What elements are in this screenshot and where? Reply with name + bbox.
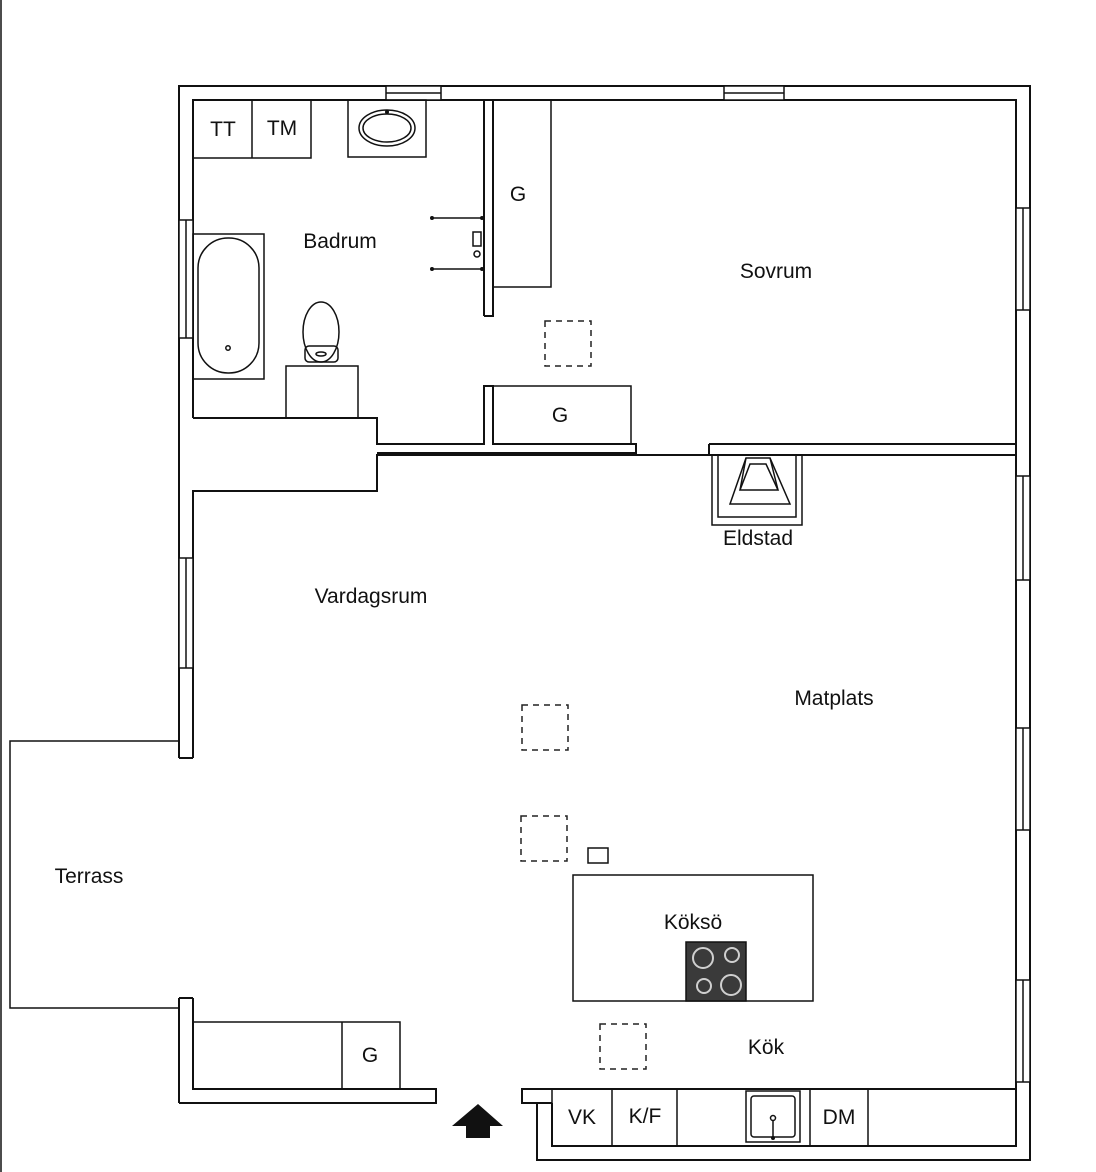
toilet-icon [302, 301, 340, 363]
interior-walls [193, 99, 1017, 456]
fixture-labels: TT TM G G G VK K/F DM [210, 117, 855, 1129]
shower-icon [430, 216, 484, 271]
bathroom-fixtures [192, 99, 484, 419]
label-g-hall: G [552, 404, 568, 427]
label-badrum: Badrum [303, 230, 377, 253]
label-vk: VK [568, 1106, 596, 1129]
label-sovrum: Sovrum [740, 260, 812, 283]
label-kf: K/F [629, 1105, 662, 1128]
label-tt: TT [210, 118, 236, 141]
label-tm: TM [267, 117, 297, 140]
sink-icon [347, 99, 427, 158]
label-eldstad: Eldstad [723, 527, 793, 550]
sink-icon [745, 1090, 801, 1143]
kitchen-counter [551, 1089, 869, 1146]
kitchen-island [572, 874, 814, 1002]
wardrobes [192, 99, 632, 1090]
label-terrass: Terrass [55, 865, 124, 888]
bath-cabinet [285, 365, 359, 419]
label-matplats: Matplats [794, 687, 873, 710]
stove-icon [685, 941, 747, 1002]
label-kok: Kök [748, 1036, 785, 1059]
windows [178, 85, 1031, 1083]
label-kokso: Köksö [664, 911, 722, 934]
label-dm: DM [823, 1106, 856, 1129]
entrance-arrow-icon [452, 1104, 503, 1138]
label-vardagsrum: Vardagsrum [315, 585, 428, 608]
room-labels: Badrum Sovrum Eldstad Vardagsrum Matplat… [55, 230, 874, 1059]
bathtub-icon [192, 233, 265, 380]
label-g-bath: G [510, 183, 526, 206]
label-g-entry: G [362, 1044, 378, 1067]
terrace-outline [9, 740, 179, 1009]
fireplace [711, 454, 803, 526]
dashed-columns [520, 320, 647, 1070]
